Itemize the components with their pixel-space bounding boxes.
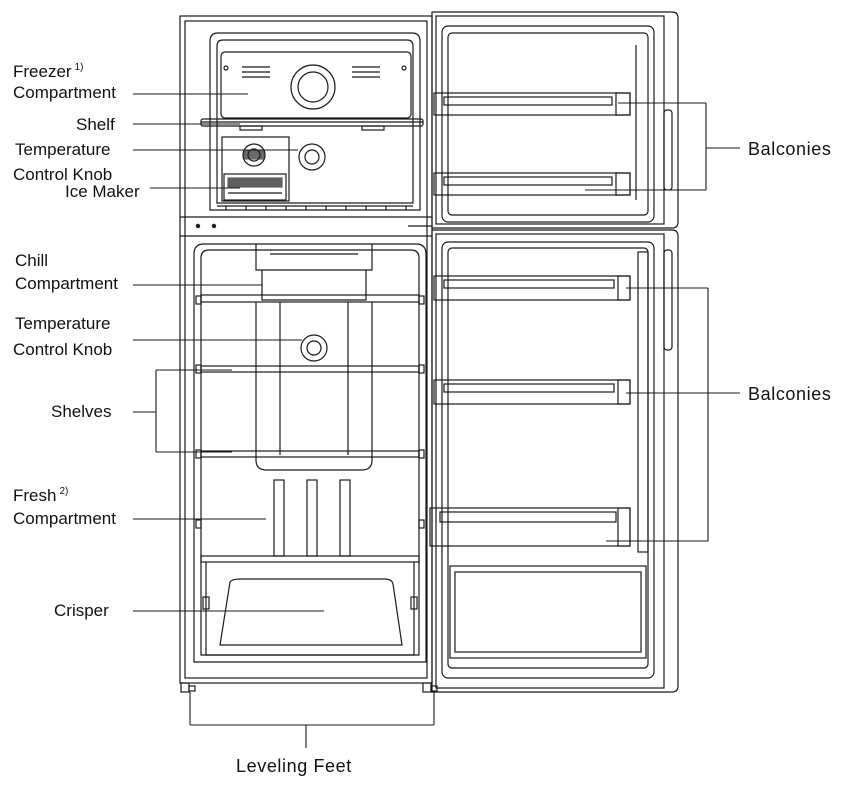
bracket-balconies-top (585, 102, 740, 191)
freezer-door-balcony-lower (433, 172, 631, 196)
label-ice-maker: Ice Maker (65, 182, 140, 201)
bracket-shelves (133, 369, 232, 453)
fresh-food-compartment (193, 243, 427, 663)
freezer-compartment (200, 32, 424, 211)
freezer-door-balcony-upper (433, 92, 631, 116)
cabinet-body (179, 15, 433, 684)
label-crisper: Crisper (54, 601, 109, 620)
label-chill: Chill (15, 251, 48, 270)
freezer-fan-outer (290, 64, 336, 110)
fresh-door-balcony-3 (429, 507, 631, 547)
label-leveling-feet: Leveling Feet (236, 756, 352, 776)
bracket-leveling-feet (189, 692, 435, 748)
freezer-temperature-knob (242, 143, 266, 167)
freezer-fan-inner (297, 71, 329, 103)
label-shelves: Shelves (51, 402, 111, 421)
fresh-door-balcony-1 (433, 275, 631, 301)
crisper-cover (200, 555, 420, 563)
label-control-knob-2: Control Knob (13, 340, 112, 359)
fresh-shelves (200, 365, 420, 458)
fresh-door (429, 229, 679, 693)
leveling-feet (180, 682, 438, 693)
bracket-balconies-bottom (606, 287, 740, 542)
label-balconies-top: Balconies (748, 139, 831, 159)
label-temperature-2: Temperature (15, 314, 110, 333)
label-shelf: Shelf (76, 115, 115, 134)
fresh-door-balcony-2 (433, 379, 631, 405)
ice-maker (223, 173, 287, 201)
label-freezer-compartment: Compartment (13, 83, 116, 102)
label-temperature-1: Temperature (15, 140, 110, 159)
freezer-vent-right (352, 66, 380, 78)
label-chill-compartment: Compartment (15, 274, 118, 293)
label-balconies-bottom: Balconies (748, 384, 831, 404)
label-control-knob-1: Control Knob (13, 165, 112, 184)
freezer-door (431, 11, 679, 229)
freezer-vent-left (242, 66, 270, 78)
leader-lines (133, 93, 740, 748)
fresh-dividers (273, 479, 351, 557)
chill-compartment (200, 294, 420, 303)
fresh-temperature-knob (300, 334, 328, 362)
crisper-drawer (202, 562, 418, 656)
door-bin (449, 565, 647, 659)
label-fresh-compartment: Compartment (13, 509, 116, 528)
